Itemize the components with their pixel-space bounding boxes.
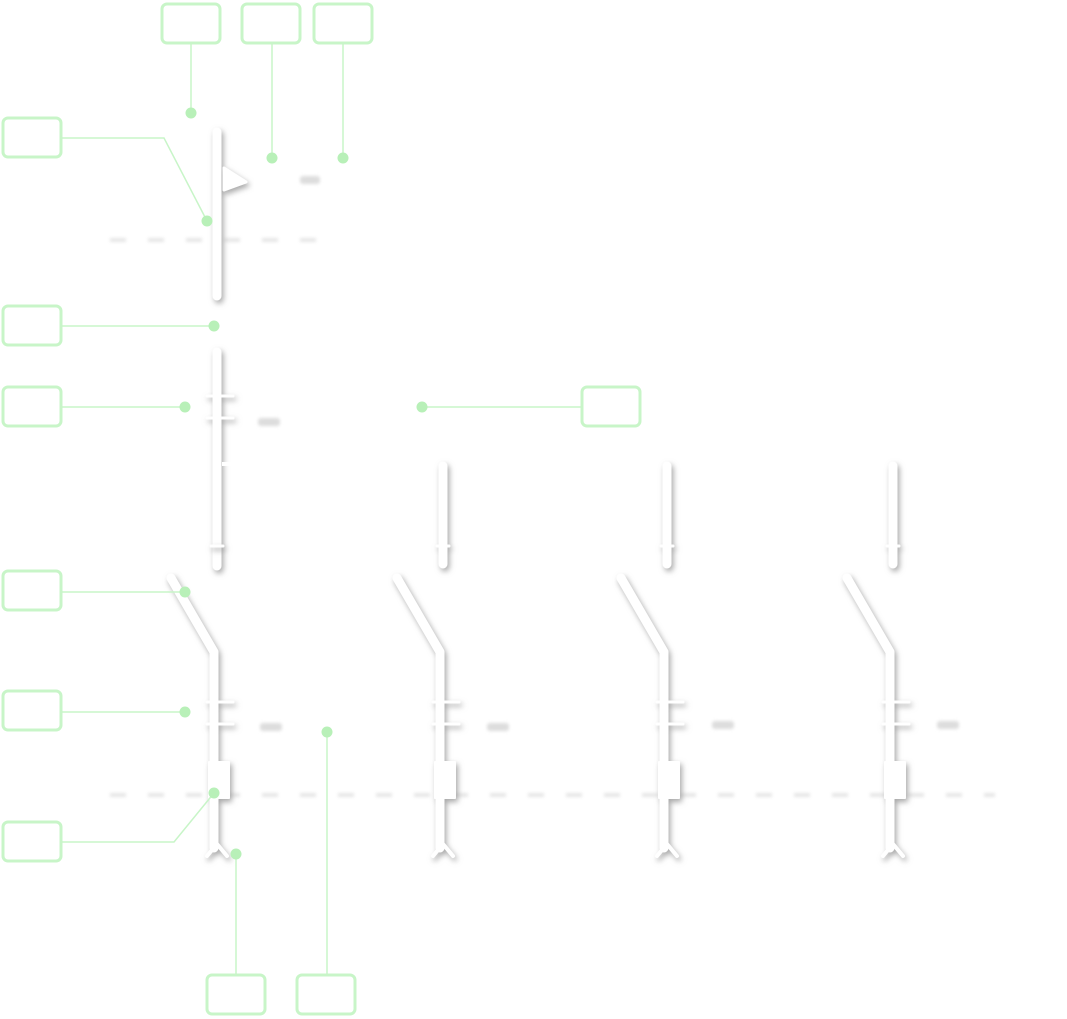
feeder-arrow-4 bbox=[881, 842, 905, 858]
callout-dot-6 bbox=[179, 401, 191, 413]
mark-feeder-1 bbox=[260, 723, 282, 731]
feeder-arrow-1 bbox=[205, 842, 229, 858]
callout-box-4 bbox=[1, 116, 63, 159]
callout-dot-4 bbox=[201, 215, 213, 227]
callout-box-5 bbox=[1, 304, 63, 347]
callout-dot-11 bbox=[230, 848, 242, 860]
callout-box-3 bbox=[312, 2, 374, 45]
callout-2 bbox=[240, 2, 302, 164]
incoming-structure bbox=[205, 127, 248, 571]
mark-mid bbox=[258, 418, 280, 426]
feeder-box-4 bbox=[884, 761, 906, 799]
feeder-3 bbox=[616, 461, 685, 858]
callout-leader-4 bbox=[61, 137, 208, 222]
callout-dot-12 bbox=[321, 726, 333, 738]
callout-7 bbox=[416, 385, 642, 428]
callout-box-9 bbox=[1, 689, 63, 732]
callout-box-7 bbox=[580, 385, 642, 428]
callout-8 bbox=[1, 569, 191, 612]
callout-9 bbox=[1, 689, 191, 732]
callout-dot-5 bbox=[208, 320, 220, 332]
callout-box-1 bbox=[160, 2, 222, 45]
callout-box-2 bbox=[240, 2, 302, 45]
callout-box-12 bbox=[295, 973, 357, 1016]
feeder-switch-2 bbox=[392, 573, 445, 853]
callout-1 bbox=[160, 2, 222, 119]
callout-box-8 bbox=[1, 569, 63, 612]
callout-10 bbox=[1, 787, 220, 863]
feeder-box-3 bbox=[658, 761, 680, 799]
callouts bbox=[1, 2, 642, 1016]
callout-dot-7 bbox=[416, 401, 428, 413]
feeder-box-2 bbox=[434, 761, 456, 799]
feeder-arrow-2 bbox=[431, 842, 455, 858]
feeder-switch-3 bbox=[616, 573, 669, 853]
feeder-switch-4 bbox=[842, 573, 895, 853]
feeder-switch-1 bbox=[166, 573, 219, 853]
callout-dot-2 bbox=[266, 152, 278, 164]
mark-feeder-4 bbox=[937, 721, 959, 729]
reference-dashes bbox=[110, 238, 995, 797]
callout-dot-8 bbox=[179, 586, 191, 598]
mark-feeder-2 bbox=[487, 723, 509, 731]
callout-3 bbox=[312, 2, 374, 164]
callout-11 bbox=[205, 848, 267, 1016]
faint-marks bbox=[258, 176, 959, 731]
feeder-arrow-3 bbox=[655, 842, 679, 858]
feeder-4 bbox=[842, 461, 911, 858]
feeder-2 bbox=[392, 461, 461, 858]
mark-feeder-3 bbox=[712, 721, 734, 729]
callout-box-11 bbox=[205, 973, 267, 1016]
incoming-flag-symbol bbox=[222, 166, 248, 192]
feeder-1 bbox=[166, 544, 235, 858]
callout-12 bbox=[295, 726, 357, 1016]
callout-dot-3 bbox=[337, 152, 349, 164]
callout-4 bbox=[1, 116, 213, 227]
callout-5 bbox=[1, 304, 220, 347]
callout-dot-1 bbox=[185, 107, 197, 119]
callout-box-6 bbox=[1, 385, 63, 428]
mark-top bbox=[300, 176, 320, 184]
callout-6 bbox=[1, 385, 191, 428]
feeders bbox=[166, 461, 911, 858]
callout-dot-10 bbox=[208, 787, 220, 799]
busbar-group bbox=[222, 462, 896, 475]
callout-dot-9 bbox=[179, 706, 191, 718]
callout-leader-10 bbox=[61, 792, 215, 843]
callout-box-10 bbox=[1, 820, 63, 863]
